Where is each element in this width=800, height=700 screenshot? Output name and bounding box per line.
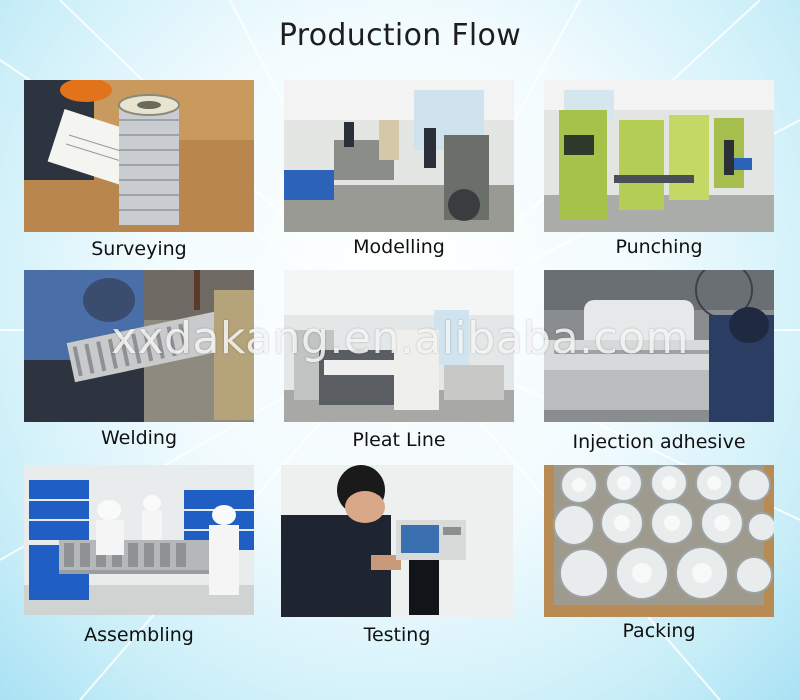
photo-surveying <box>24 80 254 232</box>
caption-packing: Packing <box>622 620 696 642</box>
caption-punching: Punching <box>615 236 703 258</box>
photo-assembling <box>24 465 254 615</box>
caption-testing: Testing <box>363 624 431 646</box>
photo-testing <box>281 465 513 617</box>
caption-surveying: Surveying <box>91 238 187 260</box>
caption-pleat-line: Pleat Line <box>352 429 446 451</box>
photo-injection-adhesive <box>544 270 774 422</box>
page-title: Production Flow <box>278 18 522 53</box>
caption-modelling: Modelling <box>353 236 445 258</box>
photo-modelling <box>284 80 514 232</box>
caption-injection-adhesive: Injection adhesive <box>572 431 746 453</box>
photo-packing <box>544 465 774 617</box>
photo-punching <box>544 80 774 232</box>
caption-assembling: Assembling <box>84 624 194 646</box>
photo-pleat-line <box>284 270 514 422</box>
caption-welding: Welding <box>100 427 178 449</box>
photo-welding <box>24 270 254 422</box>
